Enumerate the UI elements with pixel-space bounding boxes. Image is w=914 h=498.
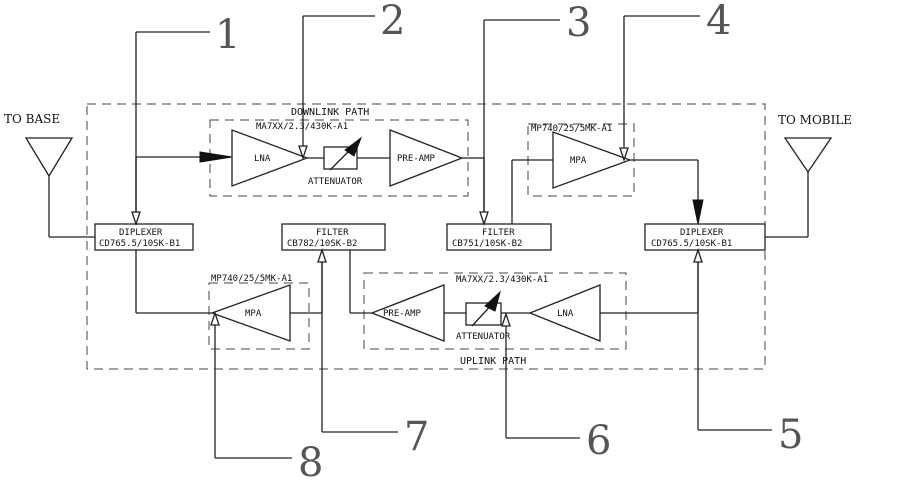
- to-base-label: TO BASE: [4, 112, 60, 126]
- svg-text:MPA: MPA: [570, 156, 587, 166]
- dl-output-arrow-icon: [693, 200, 703, 224]
- svg-text:LNA: LNA: [254, 154, 271, 164]
- diplexer-right: DIPLEXER CD765.5/10SK-B1: [645, 224, 765, 250]
- base-antenna-icon: [26, 138, 95, 237]
- callout-4-number: 4: [706, 0, 731, 44]
- filter-left: FILTER CB782/10SK-B2: [282, 224, 385, 250]
- dl-module-part-label: MA7XX/2.3/430K-A1: [256, 122, 348, 132]
- svg-text:FILTER: FILTER: [482, 228, 515, 238]
- ul-mpa-amplifier: MPA: [212, 285, 290, 341]
- callout-5-number: 5: [778, 412, 803, 458]
- callout-5-arrow-icon: [694, 250, 702, 262]
- svg-text:DIPLEXER: DIPLEXER: [680, 228, 724, 238]
- svg-text:CB782/10SK-B2: CB782/10SK-B2: [287, 239, 357, 249]
- ul-preamp-amplifier: PRE-AMP: [372, 285, 444, 341]
- mobile-antenna-icon: [765, 138, 831, 237]
- uplink-path-label: UPLINK PATH: [460, 356, 526, 367]
- callout-8-number: 8: [298, 440, 323, 486]
- dl-input-arrow-icon: [200, 152, 232, 162]
- callout-7-arrow-icon: [318, 250, 326, 262]
- dl-mpa-amplifier: MPA: [553, 132, 630, 188]
- svg-text:DIPLEXER: DIPLEXER: [119, 228, 163, 238]
- svg-text:PRE-AMP: PRE-AMP: [383, 309, 422, 319]
- dl-attenuator: ATTENUATOR: [308, 138, 363, 187]
- callout-6-number: 6: [586, 418, 611, 464]
- svg-text:CB751/10SK-B2: CB751/10SK-B2: [452, 239, 522, 249]
- ul-lna-amplifier: LNA: [530, 285, 600, 341]
- callout-7-number: 7: [404, 414, 429, 460]
- svg-text:MPA: MPA: [245, 309, 262, 319]
- callout-6-arrow-icon: [502, 314, 510, 326]
- svg-text:CD765.5/10SK-B1: CD765.5/10SK-B1: [99, 239, 180, 249]
- diplexer-left: DIPLEXER CD765.5/10SK-B1: [95, 224, 193, 250]
- ul-module-part-label: MA7XX/2.3/430K-A1: [456, 275, 548, 285]
- callout-1-arrow-icon: [132, 212, 140, 224]
- dl-lna-amplifier: LNA: [232, 130, 307, 186]
- callout-2-number: 2: [380, 0, 405, 44]
- svg-text:LNA: LNA: [557, 309, 574, 319]
- filter-right: FILTER CB751/10SK-B2: [447, 224, 551, 250]
- callout-1-number: 1: [215, 12, 240, 58]
- to-mobile-label: TO MOBILE: [778, 113, 852, 127]
- ul-mpa-part-label: MP740/25/5MK-A1: [211, 274, 292, 284]
- dl-preamp-amplifier: PRE-AMP: [390, 130, 462, 186]
- callout-3-number: 3: [566, 0, 591, 46]
- dl-mpa-part-label: MP740/25/5MK-A1: [531, 124, 612, 134]
- svg-text:ATTENUATOR: ATTENUATOR: [456, 332, 511, 342]
- ul-attenuator: ATTENUATOR: [456, 292, 511, 342]
- svg-text:FILTER: FILTER: [316, 228, 349, 238]
- svg-text:CD765.5/10SK-B1: CD765.5/10SK-B1: [651, 239, 732, 249]
- svg-text:ATTENUATOR: ATTENUATOR: [308, 177, 363, 187]
- svg-text:PRE-AMP: PRE-AMP: [397, 154, 436, 164]
- callout-3-arrow-icon: [480, 212, 488, 224]
